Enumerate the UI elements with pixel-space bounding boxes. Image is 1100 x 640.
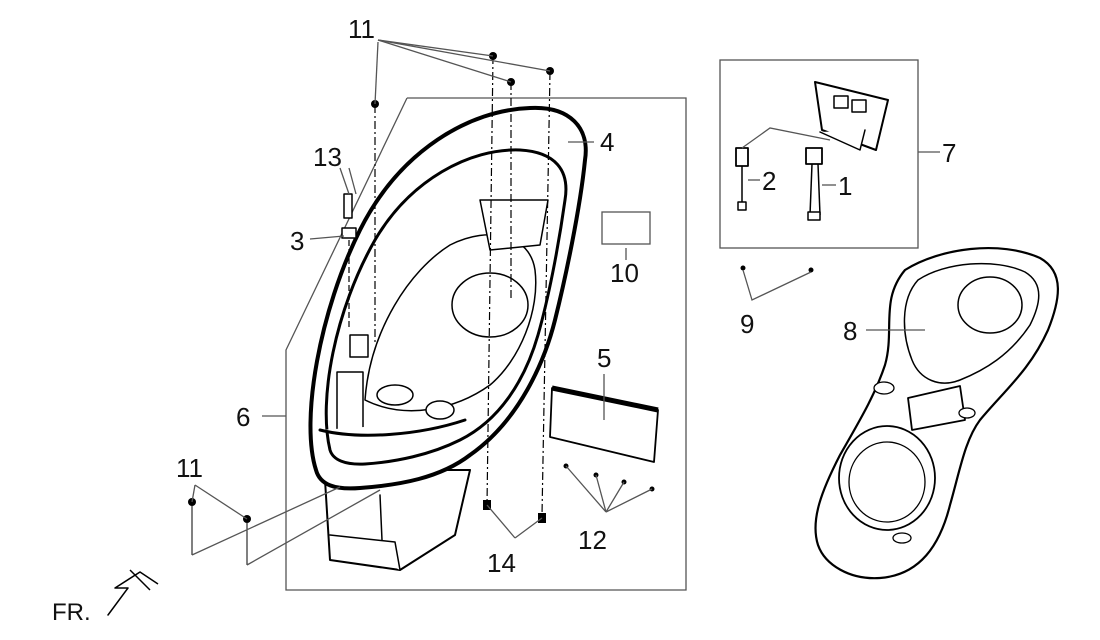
- callout-8: 8: [843, 316, 857, 346]
- front-direction-arrow: [107, 569, 159, 616]
- floor-panel-8: [814, 246, 1059, 580]
- leader-lines: [191, 39, 940, 539]
- screws-11-top: [371, 52, 554, 108]
- box-7-frame: [719, 59, 919, 249]
- callout-10: 10: [610, 258, 639, 288]
- callout-6: 6: [236, 402, 250, 432]
- callout-12: 12: [578, 525, 607, 555]
- callout-7: 7: [942, 138, 956, 168]
- screw-axes: [374, 55, 551, 516]
- part-10-label: [601, 211, 651, 245]
- callout-2: 2: [762, 166, 776, 196]
- switch-assembly: [735, 81, 889, 221]
- storage-box: [308, 105, 588, 571]
- clip-3-13: [341, 193, 357, 330]
- pins-9: [740, 265, 814, 301]
- callout-9: 9: [740, 309, 754, 339]
- rivets-12: [563, 463, 655, 492]
- callout-11-bottom: 11: [176, 453, 203, 483]
- callout-14: 14: [487, 548, 516, 578]
- callout-4: 4: [600, 127, 614, 157]
- callout-3: 3: [290, 226, 304, 256]
- assembly-frame-6: [285, 97, 687, 591]
- part-5-mat: [549, 385, 659, 463]
- front-label: FR.: [52, 599, 91, 626]
- callout-13: 13: [313, 142, 342, 172]
- callout-11-top: 11: [348, 14, 375, 44]
- callout-1: 1: [838, 171, 852, 201]
- callout-5: 5: [597, 343, 611, 373]
